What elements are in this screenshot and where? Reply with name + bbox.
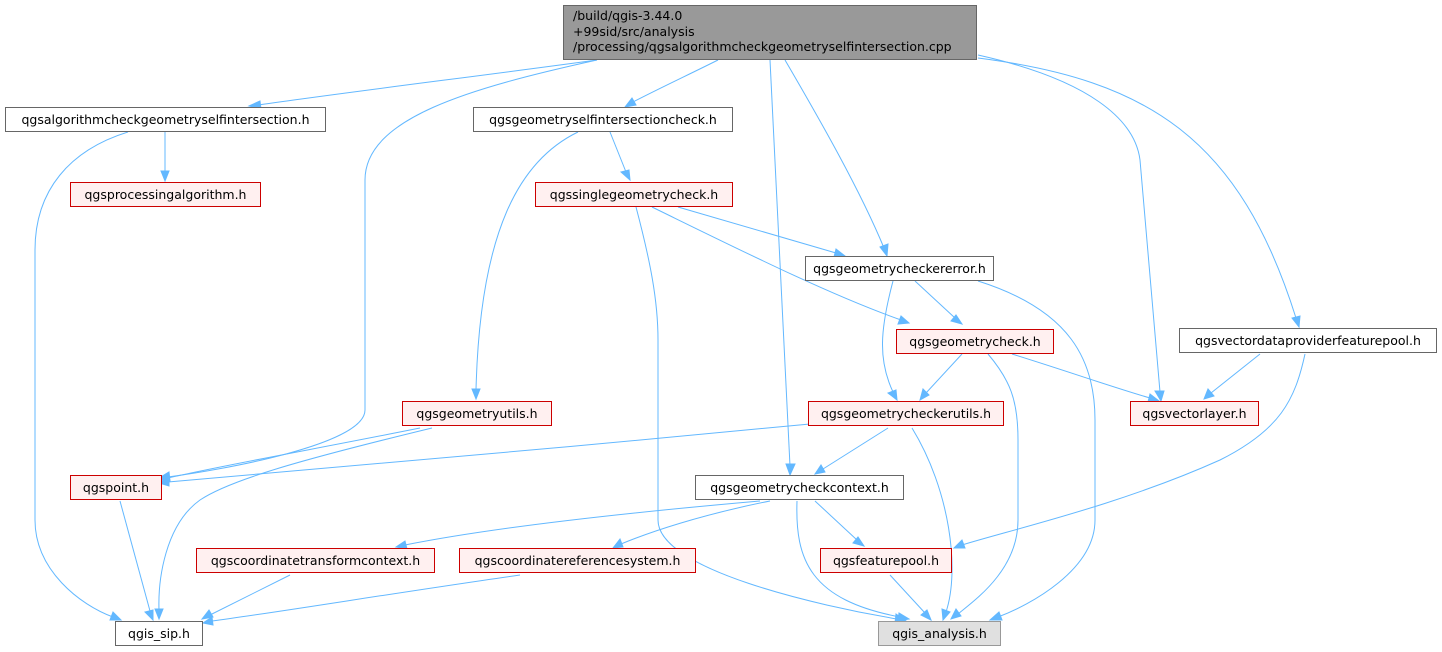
node-single-check-h[interactable]: qgssinglegeometrycheck.h <box>535 182 733 207</box>
edge-checker-error-h-analysis-h <box>977 280 1096 621</box>
edge-geom-utils-h-point-h <box>157 427 421 482</box>
edge-vector-dp-pool-h-feature-pool-h <box>952 353 1306 549</box>
node-check-context-h[interactable]: qgsgeometrycheckcontext.h <box>695 475 904 500</box>
node-vector-dp-pool-h[interactable]: qgsvectordataproviderfeaturepool.h <box>1179 328 1437 353</box>
edge-checker-utils-h-point-h <box>157 423 811 487</box>
edge-vector-dp-pool-h-vector-layer-h <box>1203 353 1261 400</box>
edge-root-selfint-check-h <box>623 59 719 108</box>
edge-single-check-h-geom-check-h <box>651 206 911 325</box>
node-feature-pool-h[interactable]: qgsfeaturepool.h <box>820 548 952 573</box>
edge-check-context-h-analysis-h <box>796 500 911 622</box>
edge-check-context-h-feature-pool-h <box>814 500 866 547</box>
edge-algo-h-processing-algo-h <box>160 132 170 183</box>
node-crs-h[interactable]: qgscoordinatereferencesystem.h <box>459 548 696 573</box>
node-selfint-check-h[interactable]: qgsgeometryselfintersectioncheck.h <box>473 107 733 132</box>
root-file-path-line-2: +99sid/src/analysis <box>573 23 695 39</box>
edge-checker-utils-h-analysis-h <box>911 427 953 622</box>
edge-geom-utils-h-sip-h <box>154 427 433 621</box>
node-coord-transform-ctx-h[interactable]: qgscoordinatetransformcontext.h <box>196 548 435 573</box>
edge-checker-utils-h-check-context-h <box>813 427 889 475</box>
edge-check-context-h-coord-transform-ctx-h <box>394 500 761 550</box>
edge-selfint-check-h-geom-utils-h <box>471 131 579 401</box>
edge-geom-check-h-vector-layer-h <box>1011 353 1161 403</box>
node-vector-layer-h[interactable]: qgsvectorlayer.h <box>1130 401 1259 426</box>
node-point-h[interactable]: qgspoint.h <box>70 475 162 500</box>
edge-point-h-sip-h <box>119 500 154 622</box>
root-file-node[interactable]: /build/qgis-3.44.0 +99sid/src/analysis /… <box>563 5 977 60</box>
node-processing-algo-h[interactable]: qgsprocessingalgorithm.h <box>70 182 261 207</box>
edge-checker-error-h-geom-check-h <box>914 280 964 325</box>
edge-geom-check-h-checker-utils-h <box>919 353 963 402</box>
node-algo-h[interactable]: qgsalgorithmcheckgeometryselfintersectio… <box>5 107 326 132</box>
edge-algo-h-sip-h <box>34 131 129 621</box>
edge-selfint-check-h-single-check-h <box>609 131 631 182</box>
edge-crs-h-sip-h <box>201 574 521 626</box>
edge-root-vector-dp-pool-h <box>977 57 1301 329</box>
edge-checker-error-h-checker-utils-h <box>882 280 898 402</box>
edge-feature-pool-h-analysis-h <box>889 574 932 622</box>
node-sip-h[interactable]: qgis_sip.h <box>115 621 203 646</box>
edge-root-algo-h <box>247 59 598 110</box>
root-file-path-line-1: /build/qgis-3.44.0 <box>573 8 683 23</box>
node-geom-utils-h[interactable]: qgsgeometryutils.h <box>402 401 552 426</box>
node-checker-utils-h[interactable]: qgsgeometrycheckerutils.h <box>808 401 1004 426</box>
edge-check-context-h-crs-h <box>611 500 771 549</box>
node-geom-check-h[interactable]: qgsgeometrycheck.h <box>896 329 1054 354</box>
root-file-path-line-3: /processing/qgsalgorithmcheckgeometrysel… <box>573 39 952 54</box>
edge-root-checker-error-h <box>784 59 889 258</box>
node-analysis-h[interactable]: qgis_analysis.h <box>878 621 1001 646</box>
edge-root-vector-layer-h <box>977 54 1165 403</box>
edge-root-check-context-h <box>769 59 796 477</box>
node-checker-error-h[interactable]: qgsgeometrycheckererror.h <box>805 256 994 281</box>
edge-coord-transform-ctx-h-sip-h <box>200 574 291 620</box>
edge-geom-check-h-analysis-h <box>950 353 1019 620</box>
